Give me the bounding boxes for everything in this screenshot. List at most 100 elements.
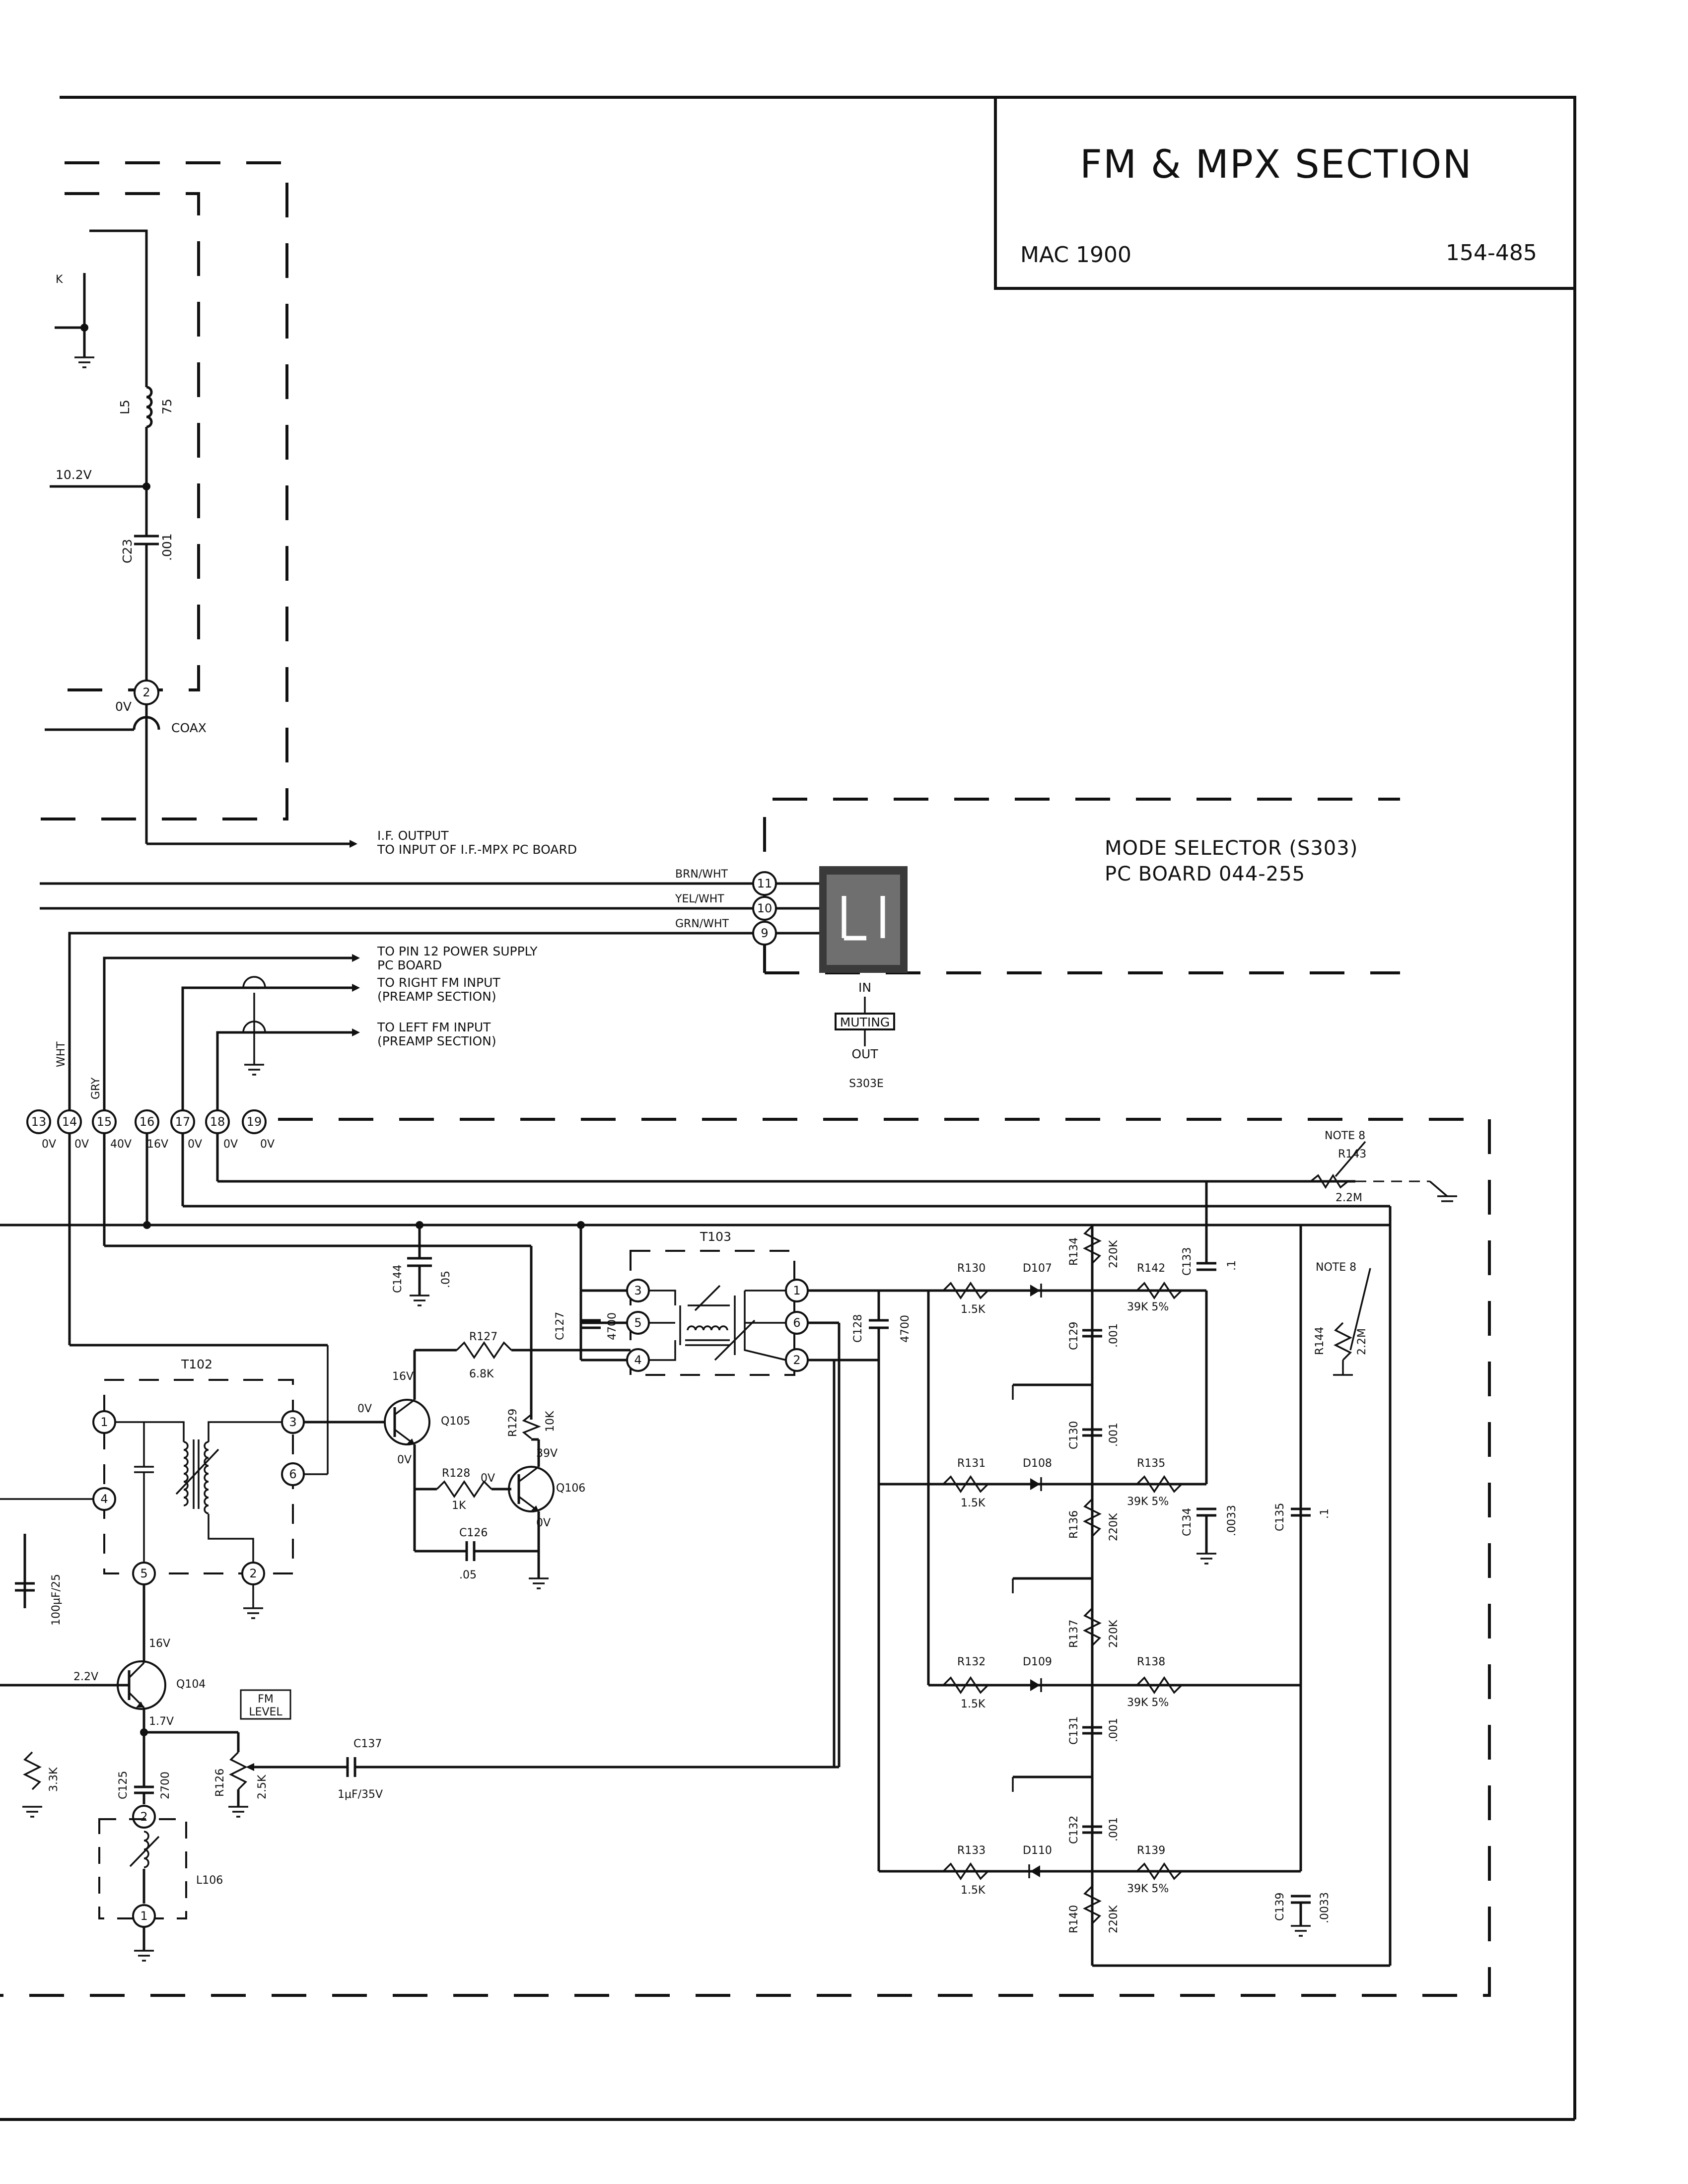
c130-ref: C130 (1068, 1421, 1080, 1449)
l5-value: 75 (160, 399, 174, 414)
r136-ref: R136 (1068, 1510, 1080, 1539)
c130-value: .001 (1108, 1423, 1120, 1447)
c127-ref: C127 (554, 1312, 566, 1340)
wire-brn-wht: BRN/WHT (675, 868, 728, 881)
pin-16: 16 (140, 1115, 155, 1129)
pin-2-label: 2 (142, 685, 150, 699)
r139-value: 39K 5% (1127, 1883, 1169, 1895)
r138-value: 39K 5% (1127, 1697, 1169, 1709)
c100-value: 100μF/25 (50, 1574, 63, 1626)
r138-ref: R138 (1137, 1656, 1165, 1668)
c131-value: .001 (1108, 1718, 1120, 1742)
c126-ref: C126 (459, 1527, 488, 1539)
muting-label: MUTING (840, 1015, 890, 1029)
r142-value: 39K 5% (1127, 1301, 1169, 1313)
pin-14: 14 (62, 1115, 77, 1129)
r136-value: 220K (1108, 1513, 1120, 1541)
r127-value: 6.8K (469, 1368, 494, 1380)
d107-ref: D107 (1023, 1262, 1052, 1275)
r134-value: 220K (1108, 1240, 1120, 1268)
c137-value: 1μF/35V (338, 1788, 383, 1801)
r137-value: 220K (1108, 1620, 1120, 1648)
r135-value: 39K 5% (1127, 1496, 1169, 1508)
r132-value: 1.5K (961, 1698, 985, 1710)
tuner-shield-outline (40, 161, 288, 820)
fm-level-line1: FM (258, 1693, 274, 1706)
pin-13: 13 (31, 1115, 47, 1129)
wire-grn-wht: GRN/WHT (675, 918, 729, 930)
r144-value: 2.2M (1356, 1328, 1368, 1355)
q104-c-voltage: 16V (149, 1638, 170, 1650)
c139-value: .0033 (1319, 1892, 1331, 1923)
c134-value: .0033 (1226, 1505, 1238, 1536)
note8-r143: NOTE 8 (1325, 1130, 1365, 1142)
c127-value: 4700 (606, 1312, 619, 1340)
wht-label: WHT (55, 1041, 68, 1067)
if-output-line1: I.F. OUTPUT (377, 828, 449, 843)
pin-19-voltage: 0V (260, 1138, 275, 1151)
svg-text:2: 2 (793, 1353, 800, 1367)
c132-value: .001 (1108, 1817, 1120, 1842)
c128-value: 4700 (899, 1315, 912, 1343)
q104-b-voltage: 2.2V (73, 1671, 98, 1683)
svg-text:6: 6 (793, 1316, 800, 1330)
c133-value: .1 (1226, 1260, 1238, 1271)
if-output-line2: TO INPUT OF I.F.-MPX PC BOARD (377, 842, 577, 857)
mode-pin-11: 11 (757, 877, 773, 890)
mpx-board-outline (0, 1118, 1491, 1997)
pin12-line1: TO PIN 12 POWER SUPPLY (377, 944, 538, 958)
pin-13-voltage: 0V (42, 1138, 56, 1151)
d109-ref: D109 (1023, 1656, 1052, 1668)
q105-ref: Q105 (441, 1415, 470, 1428)
svg-text:1: 1 (140, 1909, 147, 1923)
connector-pin-row: 13 14 15 16 17 18 19 0V 0V 40V 16V 0V 0V… (26, 1109, 275, 1151)
r130-ref: R130 (957, 1262, 985, 1275)
r133-ref: R133 (957, 1844, 985, 1857)
fm-level-line2: LEVEL (249, 1706, 282, 1718)
muting-in: IN (858, 980, 871, 995)
r134-ref: R134 (1068, 1237, 1080, 1266)
page-border (0, 96, 1576, 2121)
r129-value: 10K (544, 1411, 557, 1432)
q105-c-voltage: 16V (392, 1370, 414, 1383)
muting-out: OUT (851, 1047, 878, 1061)
muting-ref: S303E (849, 1078, 884, 1090)
voltage-10-2v: 10.2V (56, 468, 92, 482)
c134-ref: C134 (1181, 1508, 1194, 1536)
c126-value: .05 (459, 1569, 477, 1581)
svg-text:1: 1 (100, 1415, 108, 1429)
c129-ref: C129 (1068, 1322, 1080, 1350)
c129-value: .001 (1108, 1323, 1120, 1348)
c144-ref: C144 (392, 1265, 404, 1293)
c23-value: .001 (160, 533, 174, 561)
r144-ref: R144 (1314, 1327, 1326, 1355)
pin-17: 17 (175, 1115, 191, 1129)
drawing-number: 154-485 (1446, 240, 1537, 266)
q106-b-voltage: 0V (481, 1472, 495, 1485)
q105-e-voltage: 0V (397, 1454, 412, 1466)
r126-ref: R126 (214, 1769, 226, 1797)
note8-r144: NOTE 8 (1316, 1261, 1356, 1274)
mode-pin-10: 10 (757, 901, 773, 915)
r126-value: 2.5K (256, 1774, 269, 1799)
coax-0v: 0V (115, 699, 132, 714)
pin-15: 15 (97, 1115, 112, 1129)
pin-19: 19 (247, 1115, 262, 1129)
c133-ref: C133 (1181, 1247, 1194, 1276)
c125-ref: C125 (117, 1771, 130, 1799)
pin-18: 18 (210, 1115, 225, 1129)
d108-ref: D108 (1023, 1457, 1052, 1470)
r135-ref: R135 (1137, 1457, 1165, 1470)
l106-ref: L106 (196, 1874, 223, 1887)
c135-ref: C135 (1274, 1503, 1286, 1531)
c137-ref: C137 (353, 1738, 382, 1750)
r137-ref: R137 (1068, 1620, 1080, 1648)
c128-ref: C128 (852, 1314, 864, 1343)
c131-ref: C131 (1068, 1716, 1080, 1745)
svg-text:4: 4 (100, 1492, 108, 1506)
left-fm-line1: TO LEFT FM INPUT (377, 1020, 491, 1034)
t102-ref: T102 (181, 1357, 212, 1371)
r140-ref: R140 (1068, 1905, 1080, 1933)
mode-pin-9: 9 (761, 926, 768, 940)
q106-e-voltage: 0V (536, 1517, 551, 1529)
